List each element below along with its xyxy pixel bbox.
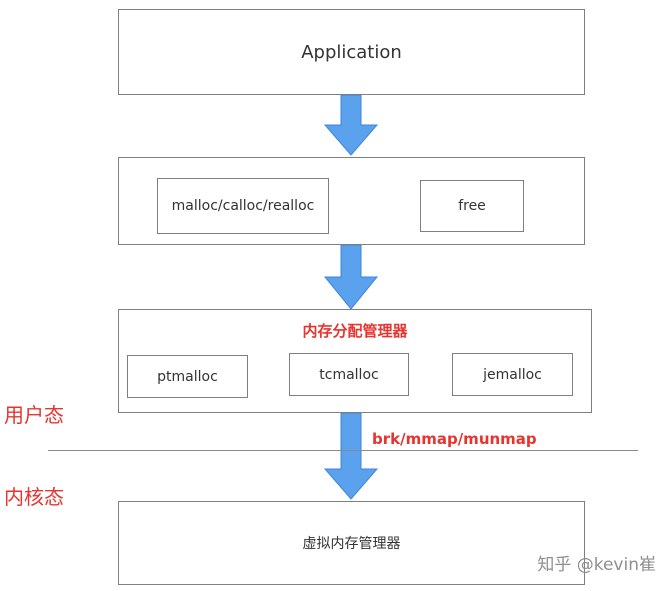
tcmalloc-box: tcmalloc bbox=[289, 353, 409, 396]
application-label: Application bbox=[301, 41, 402, 63]
allocator-manager-title: 内存分配管理器 bbox=[302, 321, 408, 340]
jemalloc-box: jemalloc bbox=[452, 353, 573, 396]
ptmalloc-box: ptmalloc bbox=[127, 355, 248, 398]
vm-manager-box bbox=[118, 501, 585, 585]
watermark: 知乎 @kevin崔 bbox=[537, 554, 656, 575]
user-space-label: 用户态 bbox=[4, 402, 64, 427]
kernel-space-label: 内核态 bbox=[4, 484, 64, 509]
user-kernel-divider bbox=[48, 450, 638, 451]
application-box bbox=[118, 9, 585, 95]
malloc-calloc-realloc-box: malloc/calloc/realloc bbox=[157, 178, 329, 234]
free-box: free bbox=[420, 180, 524, 232]
down-arrow-icon bbox=[323, 95, 379, 156]
down-arrow-icon bbox=[323, 413, 379, 500]
syscall-label: brk/mmap/munmap bbox=[372, 430, 537, 448]
vm-manager-label: 虚拟内存管理器 bbox=[302, 536, 401, 552]
down-arrow-icon bbox=[323, 245, 379, 310]
